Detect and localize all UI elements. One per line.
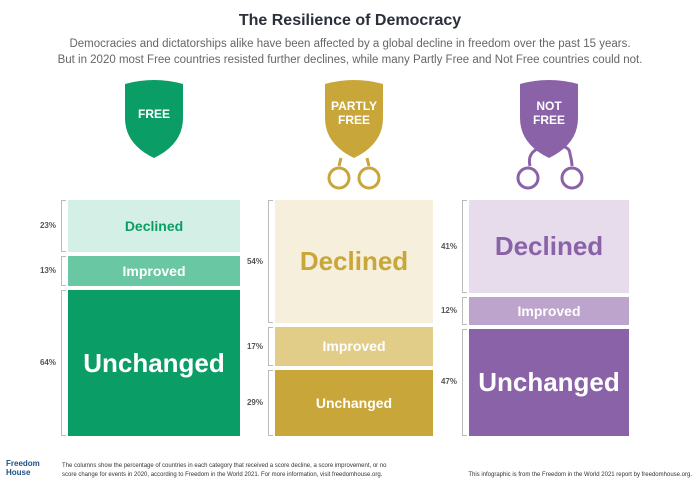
bracket (462, 200, 467, 294)
bracket (268, 200, 273, 324)
footer-credit: This infographic is from the Freedom in … (468, 472, 692, 478)
bracket (61, 290, 66, 436)
page-title: The Resilience of Democracy (238, 12, 462, 29)
bar-segment-unchanged: Unchanged (469, 328, 629, 436)
value-label: 12% (440, 306, 457, 316)
svg-text:NOT: NOT (536, 99, 562, 113)
svg-text:FREE: FREE (138, 107, 170, 121)
bar-segment-declined: Declined (275, 200, 433, 324)
bar-segment-unchanged: Unchanged (275, 369, 433, 436)
footer-note-line-1: The columns show the percentage of count… (62, 463, 387, 469)
bar-segment-unchanged: Unchanged (68, 290, 240, 436)
bracket (268, 327, 273, 366)
footer-note: The columns show the percentage of count… (62, 462, 387, 480)
subtitle-line-1: Democracies and dictatorships alike have… (69, 38, 631, 50)
bracket (61, 200, 66, 253)
value-label: 13% (39, 266, 56, 276)
bar-segment-declined: Declined (68, 200, 240, 253)
value-label: 64% (39, 358, 56, 368)
value-label: 17% (246, 341, 263, 351)
svg-text:FREE: FREE (533, 113, 565, 127)
bar-segment-improved: Improved (68, 256, 240, 287)
bracket (462, 297, 467, 325)
bar-segment-declined: Declined (469, 200, 629, 294)
subtitle: Democracies and dictatorships alike have… (0, 36, 700, 68)
footer-note-line-2: score change for events in 2020, accordi… (62, 472, 383, 478)
shield-icon: FREE (125, 80, 183, 158)
value-label: 29% (246, 397, 263, 407)
bracket (462, 328, 467, 436)
value-label: 54% (246, 256, 263, 266)
value-label: 23% (39, 221, 56, 231)
value-label: 47% (440, 377, 457, 387)
value-label: 41% (440, 241, 457, 251)
subtitle-line-2: But in 2020 most Free countries resisted… (57, 54, 643, 66)
svg-text:PARTLY: PARTLY (331, 99, 377, 113)
bracket (61, 256, 66, 287)
bar-segment-improved: Improved (275, 327, 433, 366)
bracket (268, 369, 273, 436)
svg-text:FREE: FREE (338, 113, 370, 127)
bar-segment-improved: Improved (469, 297, 629, 325)
